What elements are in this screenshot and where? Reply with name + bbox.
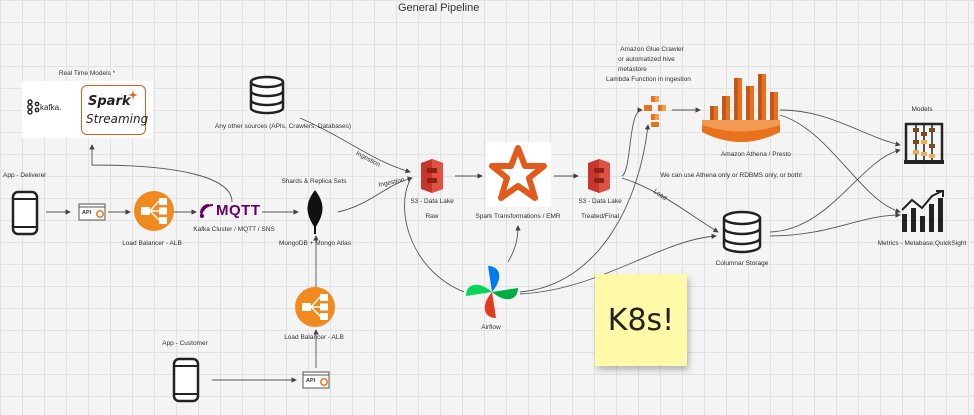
- glue-label-line1: Amazon Glue Crawler: [620, 46, 684, 53]
- kafka-wordmark: kafka.: [40, 103, 62, 112]
- spark-emr-card: [486, 142, 551, 207]
- lb-alb-label-1: Load Balancer - ALB: [122, 240, 182, 247]
- spark-star-icon: [128, 90, 138, 100]
- diagram-title: General Pipeline: [398, 2, 480, 14]
- phone-icon: [172, 357, 200, 408]
- abacus-icon: [904, 122, 944, 169]
- mqtt-wordmark: MQTT: [216, 202, 261, 219]
- load-balancer-icon: [294, 286, 336, 333]
- s3-final-subtitle: Treated/Final: [580, 213, 620, 220]
- spark-emr-label: Spark Transformations / EMR: [475, 213, 561, 220]
- s3-bucket-icon: [585, 158, 613, 199]
- other-sources-label: Any other sources (APIs, Crawlers, Datab…: [214, 123, 352, 130]
- athena-label: Amazon Athena / Presto: [720, 151, 792, 158]
- columnar-label: Columnar Storage: [715, 260, 769, 267]
- spark-star-icon: [489, 145, 547, 201]
- realtime-models-card: kafka. Spark Streaming: [22, 81, 153, 138]
- lb-alb-label-2: Load Balancer - ALB: [284, 334, 344, 341]
- spark-streaming-logo: Spark Streaming: [81, 85, 149, 135]
- s3-raw-subtitle: Raw: [425, 213, 439, 220]
- api-text: API: [82, 210, 92, 216]
- spark-wordmark: Spark: [88, 94, 131, 109]
- mongodb-leaf-icon: [304, 190, 326, 239]
- s3-final-title: S3 - Data Lake: [578, 198, 622, 205]
- phone-icon: [11, 190, 39, 241]
- glue-label-line4: Lambda Function in ingestion: [606, 76, 691, 83]
- glue-label-line2: or automatized hive: [618, 56, 675, 63]
- shards-label: Shards & Replica Sets: [281, 178, 347, 185]
- mongodb-label: MongoDB + Mongo Atlas: [278, 240, 352, 247]
- api-text: API: [306, 378, 316, 384]
- app-deliverer-label: App - Deliverer: [3, 172, 47, 179]
- k8s-sticky-note[interactable]: K8s!: [595, 274, 687, 366]
- k8s-note-text: K8s!: [607, 302, 675, 338]
- airflow-pinwheel-icon: [464, 264, 520, 325]
- airflow-label: Airflow: [481, 324, 501, 331]
- database-icon: [249, 75, 285, 120]
- lambda-icon: [640, 94, 670, 133]
- s3-raw-title: S3 - Data Lake: [410, 198, 454, 205]
- load-balancer-icon: [133, 190, 175, 237]
- kafka-cluster-label: Kafka Cluster / MQTT / SNS: [193, 226, 275, 233]
- app-customer-label: App - Customer: [162, 340, 208, 347]
- api-icon: API: [78, 203, 106, 226]
- kafka-logo: [26, 99, 40, 120]
- glue-label-line3: metastore: [618, 66, 647, 73]
- athena-icon: [700, 70, 782, 153]
- streaming-wordmark: Streaming: [86, 112, 149, 126]
- database-icon: [722, 210, 762, 259]
- bar-chart-icon: [900, 190, 946, 239]
- metrics-label: Metrics - Metabase,QuickSight: [877, 240, 967, 247]
- mqtt-logo: MQTT: [200, 202, 261, 219]
- models-label: Models: [911, 106, 933, 113]
- realtime-models-label: Real Time Models *: [58, 70, 116, 77]
- athena-note: We can use Athena only or RDBMS only, or…: [660, 172, 802, 179]
- api-icon: API: [302, 371, 330, 394]
- s3-bucket-icon: [418, 158, 446, 199]
